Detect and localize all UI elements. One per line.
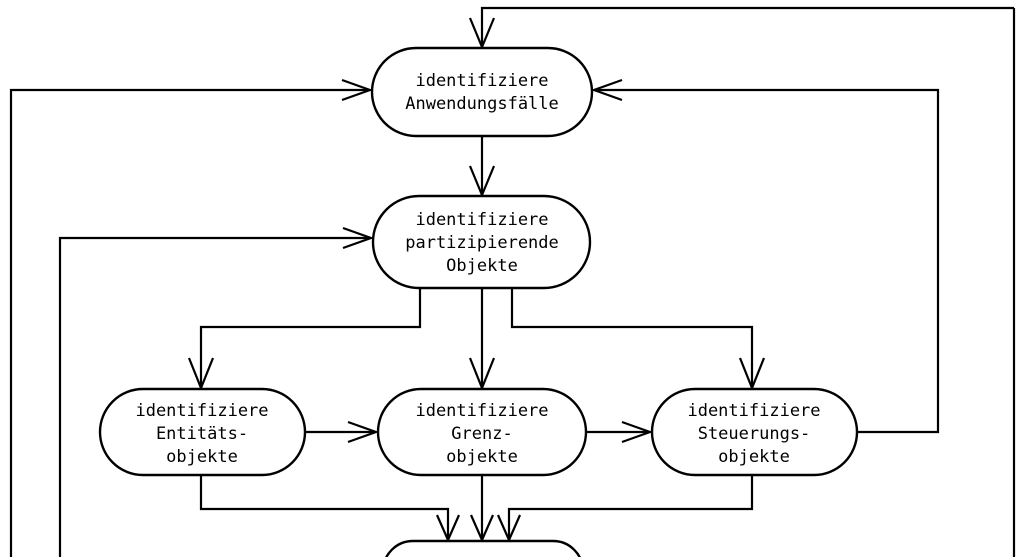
node-anwendungsfaelle-shape xyxy=(370,46,594,138)
edge-partizipierende-to-entitaets xyxy=(199,289,422,387)
node-anwendungsfaelle-label: identifiziere xyxy=(415,71,548,91)
node-partizipierende-objekte-label-3: Objekte xyxy=(446,256,518,276)
node-partizipierende-objekte-label: identifiziere xyxy=(415,210,548,230)
node-entitaetsobjekte[interactable]: identifiziere Entitäts- objekte xyxy=(98,387,307,477)
edge-steuerungs-to-bottom xyxy=(507,476,754,539)
arrowhead-into-anwendungsfaelle-right xyxy=(590,78,623,102)
arrowhead-into-grenz-left xyxy=(347,420,380,444)
edge-left-rail-outer-into-anwendungsfaelle xyxy=(9,88,368,557)
node-entitaetsobjekte-label-3: objekte xyxy=(166,447,238,467)
edge-left-rail-inner-into-partizipierende xyxy=(58,236,369,557)
edge-top-loop-into-anwendungsfaelle xyxy=(480,6,1014,46)
node-partizipierende-objekte[interactable]: identifiziere partizipierende Objekte xyxy=(371,194,592,290)
node-grenzobjekte-label-3: objekte xyxy=(446,447,518,467)
node-steuerungsobjekte[interactable]: identifiziere Steuerungs- objekte xyxy=(650,387,859,477)
node-anwendungsfaelle[interactable]: identifiziere Anwendungsfälle xyxy=(370,46,594,138)
edge-entitaets-to-bottom xyxy=(199,476,450,539)
node-entitaetsobjekte-label-2: Entitäts- xyxy=(156,424,248,444)
node-grenzobjekte-label-2: Grenz- xyxy=(451,424,512,444)
edge-partizipierende-to-steuerungs xyxy=(510,289,754,387)
node-partizipierende-objekte-shape xyxy=(371,194,592,290)
node-steuerungsobjekte-shape xyxy=(650,387,859,477)
node-entitaetsobjekte-shape xyxy=(98,387,307,477)
node-grenzobjekte-label: identifiziere xyxy=(415,401,548,421)
arrowhead-into-anwendungsfaelle-left xyxy=(341,78,374,102)
node-partizipierende-objekte-label-2: partizipierende xyxy=(405,233,559,253)
node-steuerungsobjekte-label-2: Steuerungs- xyxy=(698,424,811,444)
arrowhead-into-partizipierende-left xyxy=(342,226,375,250)
node-grenzobjekte-shape xyxy=(376,387,588,477)
node-bottom-clipped-shape xyxy=(385,539,581,557)
node-grenzobjekte[interactable]: identifiziere Grenz- objekte xyxy=(376,387,588,477)
node-anwendungsfaelle-label-2: Anwendungsfälle xyxy=(405,94,559,114)
node-entitaetsobjekte-label: identifiziere xyxy=(135,401,268,421)
node-bottom-clipped[interactable] xyxy=(383,539,583,557)
edge-steuerungsobjekte-to-anwendungsfaelle xyxy=(596,88,940,434)
node-steuerungsobjekte-label: identifiziere xyxy=(687,401,820,421)
node-layer: identifiziere Anwendungsfälle identifizi… xyxy=(98,46,859,557)
node-steuerungsobjekte-label-3: objekte xyxy=(718,447,790,467)
arrowhead-into-steuerungs-left xyxy=(621,420,654,444)
